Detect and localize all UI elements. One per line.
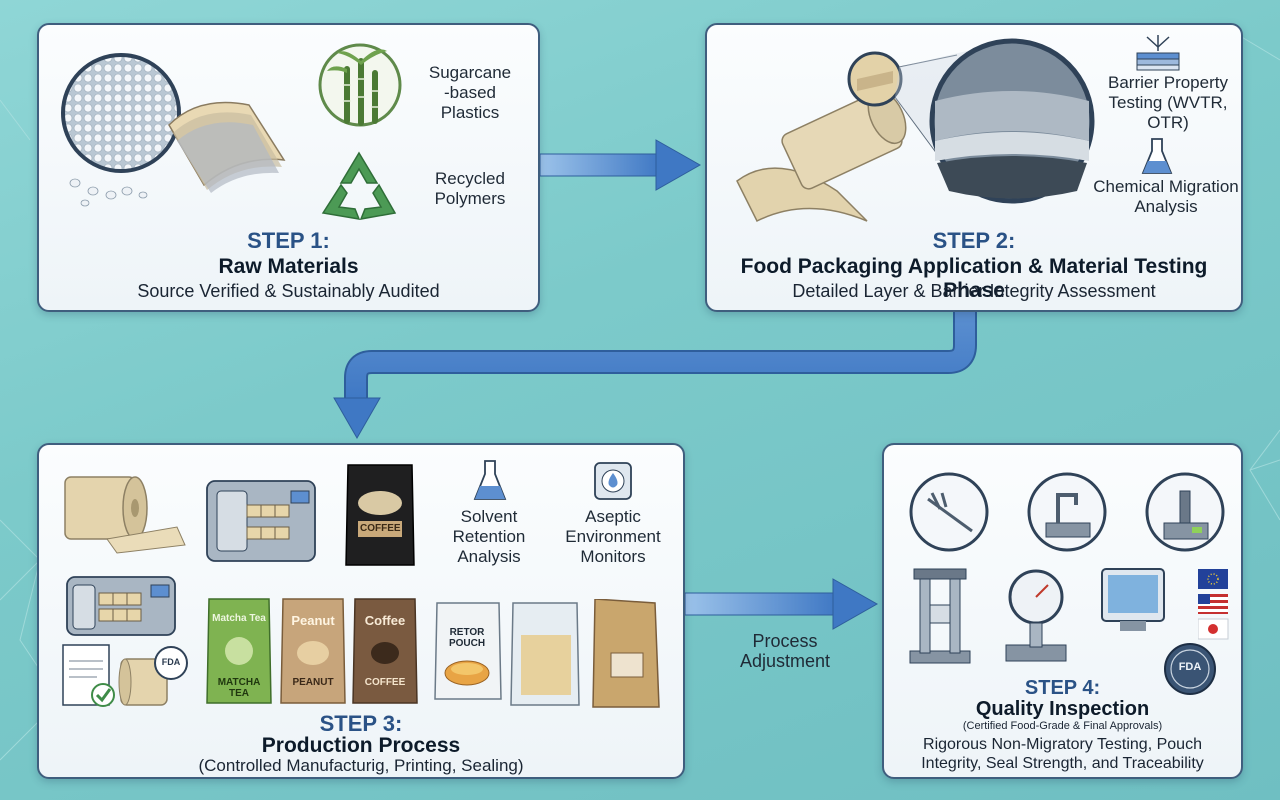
step4-card: FDA STEP 4: Quality Inspection (Certifie… [882,443,1243,779]
step1-name: Raw Materials [218,255,359,278]
process-adjustment-label: Process Adjustment [739,631,831,671]
flask-icon [1141,138,1173,174]
step4-note: (Certified Food-Grade & Final Approvals) [962,720,1163,732]
bag2-top-label: Peanut [291,613,335,628]
solvent-label: Solvent Retention Analysis [452,507,526,566]
bag3-bottom-label: COFFEE [364,677,406,688]
step3-title: STEP 3: [319,711,403,736]
barrier-test-label: Barrier Property Testing (WVTR, OTR) [1108,73,1228,132]
sugarcane-icon [318,43,402,127]
step3-subtitle: (Controlled Manufacturig, Printing, Seal… [198,756,524,775]
retort-pouch-label: RETOR POUCH [448,627,486,649]
step1-title: STEP 1: [247,228,330,253]
recycle-icon [321,151,397,220]
printed-pouches-icon [206,598,418,704]
step4-name: Quality Inspection [975,698,1150,720]
sealing-machine-icon [66,576,176,636]
bag2-bottom-label: PEANUT [292,677,334,688]
arrow-step1-to-step2 [539,139,702,191]
aseptic-monitor-icon [594,462,632,500]
migration-label: Chemical Migration Analysis [1093,177,1239,216]
sugarcane-label: Sugarcane -based Plastics [428,63,512,122]
coffee-bag-dark-label: COFFEE [360,523,401,534]
arrow-step3-to-step4 [684,578,879,630]
step4-description: Rigorous Non-Migratory Testing, Pouch In… [921,736,1204,772]
retort-pouches-icon [434,599,660,708]
bag3-top-label: Coffee [364,613,406,628]
certification-docs-icon [62,644,188,707]
bag1-top-label: Matcha Tea [212,613,266,624]
step2-name: Food Packaging Application & Material Te… [740,255,1208,302]
film-roll-icon [64,476,186,554]
certification-flags-icon [1198,569,1229,640]
solvent-flask-icon [473,460,507,500]
fda-badge-step3: FDA [161,657,181,667]
pellets-magnifier-icon [61,53,181,207]
step3-name: Production Process [261,734,461,757]
inspection-tools-icons [909,472,1225,552]
fda-seal-icon [1164,643,1216,695]
barrier-test-icon [1136,35,1180,71]
step3-card: COFFEE Solvent Retention Analysis Asepti… [37,443,685,779]
bag1-bottom-label: MATCHA TEA [217,677,261,699]
film-roll-magnifier-icon [736,38,1095,223]
film-layers-icon [168,101,286,193]
recycled-label: Recycled Polymers [434,169,506,208]
step4-title: STEP 4: [1024,677,1101,699]
step1-card: Sugarcane -based Plastics Recycled Polym… [37,23,540,312]
aseptic-label: Aseptic Environment Monitors [565,507,661,566]
coffee-bag-dark-icon [345,464,415,566]
step2-subtitle: Detailed Layer & Barrier Integrity Asses… [792,281,1156,301]
step1-subtitle: Source Verified & Sustainably Audited [137,281,440,301]
fda-badge-step4: FDA [1178,661,1202,673]
step2-card: Barrier Property Testing (WVTR, OTR) Che… [705,23,1243,312]
arrow-step2-to-step3 [333,312,977,440]
printing-machine-icon [206,480,316,562]
step2-title: STEP 2: [932,228,1016,253]
lab-equipment-icons [909,568,1165,664]
